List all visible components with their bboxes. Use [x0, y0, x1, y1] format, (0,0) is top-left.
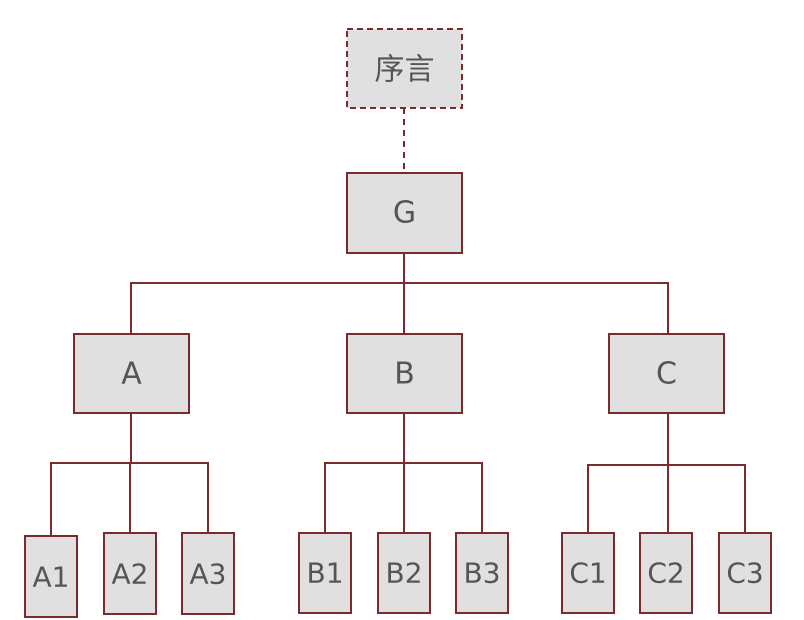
node-a3-label: A3: [190, 558, 227, 591]
node-a2: A2: [103, 532, 157, 615]
connector-c-children: [587, 413, 746, 533]
node-b2-label: B2: [385, 557, 422, 590]
connector-b-children: [324, 413, 483, 533]
node-b3: B3: [455, 532, 509, 614]
node-c1: C1: [561, 532, 615, 614]
node-a: A: [73, 333, 190, 414]
node-c-label: C: [656, 357, 677, 392]
node-c3-label: C3: [726, 557, 763, 590]
node-c: C: [608, 333, 725, 414]
node-a1: A1: [24, 535, 78, 618]
node-c2-label: C2: [647, 557, 684, 590]
node-c3: C3: [718, 532, 772, 614]
connector-g-children: [130, 253, 669, 334]
node-g: G: [346, 172, 463, 254]
node-b: B: [346, 333, 463, 414]
connectors: [50, 108, 746, 536]
node-a1-label: A1: [33, 561, 70, 594]
node-a2-label: A2: [112, 558, 149, 591]
node-b1: B1: [298, 532, 352, 614]
node-b1-label: B1: [306, 557, 343, 590]
connector-a-children: [50, 413, 209, 536]
node-c2: C2: [639, 532, 693, 614]
node-preface: 序言: [346, 28, 463, 109]
node-g-label: G: [393, 196, 416, 231]
node-b3-label: B3: [463, 557, 500, 590]
node-b-label: B: [394, 357, 415, 392]
node-b2: B2: [377, 532, 431, 614]
node-c1-label: C1: [569, 557, 606, 590]
node-a3: A3: [181, 532, 235, 615]
node-a-label: A: [121, 357, 142, 392]
node-preface-label: 序言: [375, 53, 435, 88]
